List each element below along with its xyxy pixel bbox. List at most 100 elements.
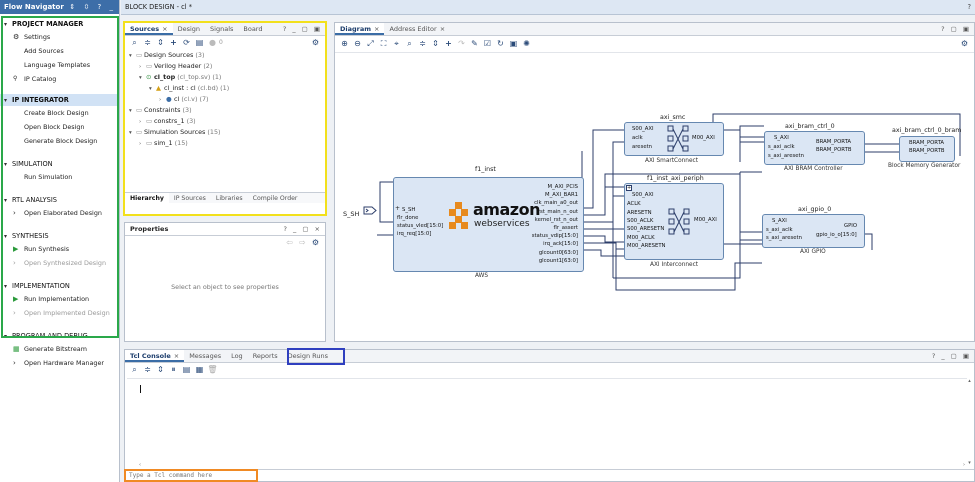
aws-port-s-sh[interactable]: S_SH bbox=[402, 207, 416, 213]
tab-tcl-console[interactable]: Tcl Console× bbox=[125, 350, 185, 362]
bram-ctrl-port-s-axi[interactable]: S_AXI bbox=[774, 135, 789, 141]
regenerate-icon[interactable]: ↻ bbox=[497, 39, 504, 48]
gear-icon[interactable]: ⚙ bbox=[311, 37, 320, 47]
aws-port-status-vled[interactable]: status_vled[15:0] bbox=[397, 223, 444, 229]
flow-navigator-controls[interactable]: ⇕ ⇳ ? _ bbox=[69, 3, 116, 11]
horizontal-scrollbar[interactable]: ‹› bbox=[139, 462, 965, 468]
aws-right-port[interactable]: M_AXI_BAR1 bbox=[545, 192, 578, 199]
tree-constrs-1[interactable]: ›▭constrs_1 (3) bbox=[139, 117, 196, 125]
nav-run-simulation[interactable]: Run Simulation bbox=[24, 173, 73, 181]
diagram-canvas[interactable]: S_SH f1_inst S_SH flr_done status_vled[1… bbox=[335, 54, 974, 341]
gpio-port-s-axi[interactable]: S_AXI bbox=[772, 218, 787, 224]
close-icon[interactable]: × bbox=[173, 352, 180, 360]
select-area-icon[interactable]: ⌖ bbox=[394, 39, 399, 48]
section-synthesis[interactable]: ▾SYNTHESIS bbox=[4, 232, 49, 240]
console-output[interactable] bbox=[127, 378, 967, 466]
tree-verilog-header[interactable]: ›▭Verilog Header (2) bbox=[139, 62, 213, 70]
periph-port-s00-axi[interactable]: S00_AXI bbox=[632, 192, 654, 198]
external-port-icon[interactable] bbox=[363, 206, 377, 215]
tree-design-sources[interactable]: ▾▭Design Sources (3) bbox=[129, 51, 205, 59]
bram-ctrl-port-aresetn[interactable]: s_axi_aresetn bbox=[768, 153, 804, 159]
pause-icon[interactable]: ⏸ bbox=[171, 364, 176, 374]
aws-right-port[interactable]: glcount1[63:0] bbox=[538, 257, 578, 264]
layout-icon[interactable]: ▣ bbox=[509, 39, 518, 48]
nav-run-implementation[interactable]: ▶Run Implementation bbox=[0, 292, 119, 306]
nav-create-block-design[interactable]: Create Block Design bbox=[24, 109, 89, 117]
nav-open-synthesized-design[interactable]: ›Open Synthesized Design bbox=[0, 256, 119, 270]
collapse-icon[interactable]: ≑ bbox=[419, 39, 426, 48]
nav-open-elaborated-design[interactable]: ›Open Elaborated Design bbox=[0, 206, 119, 220]
zoom-in-icon[interactable]: ⊕ bbox=[341, 39, 348, 48]
help-icon[interactable]: ? bbox=[967, 3, 972, 11]
periph-port-m00-aclk[interactable]: M00_ACLK bbox=[627, 235, 655, 241]
tree-cl-top[interactable]: ▾⊙cl_top (cl_top.sv) (1) bbox=[139, 73, 222, 81]
bram-ctrl-block[interactable] bbox=[764, 131, 865, 165]
aws-block[interactable] bbox=[393, 177, 584, 272]
smc-port-aresetn[interactable]: aresetn bbox=[632, 144, 653, 150]
forward-arrow-icon[interactable]: ⇨ bbox=[299, 237, 306, 247]
nav-generate-block-design[interactable]: Generate Block Design bbox=[24, 137, 98, 145]
aws-right-port[interactable]: status_vdip[15:0] bbox=[531, 233, 578, 240]
gpio-port-aresetn[interactable]: s_axi_aresetn bbox=[766, 235, 802, 241]
smc-port-s00-axi[interactable]: S00_AXI bbox=[632, 126, 654, 132]
bram-block[interactable] bbox=[899, 136, 955, 162]
validate-icon[interactable]: ☑ bbox=[483, 39, 492, 48]
aws-right-port[interactable]: rst_main_n_out bbox=[537, 208, 578, 215]
collapse-icon[interactable]: ≑ bbox=[144, 364, 151, 374]
tab-signals[interactable]: Signals bbox=[210, 25, 234, 33]
expand-block-icon[interactable]: + bbox=[626, 185, 632, 191]
nav-open-hardware-manager[interactable]: ›Open Hardware Manager bbox=[0, 356, 119, 370]
zoom-out-icon[interactable]: ⊖ bbox=[354, 39, 361, 48]
tab-hierarchy[interactable]: Hierarchy bbox=[125, 193, 169, 203]
aws-right-port[interactable]: clk_main_a0_out bbox=[534, 200, 578, 207]
nav-language-templates[interactable]: Language Templates bbox=[24, 61, 91, 69]
panel-controls[interactable]: ? _ ▢ ▣ bbox=[931, 352, 971, 360]
nav-open-block-design[interactable]: Open Block Design bbox=[24, 123, 85, 131]
add-ip-icon[interactable]: + bbox=[445, 39, 452, 48]
back-arrow-icon[interactable]: ⇦ bbox=[286, 237, 293, 247]
aws-right-port[interactable]: irq_ack[15:0] bbox=[543, 241, 578, 248]
tcl-command-input[interactable] bbox=[129, 471, 255, 480]
nav-open-implemented-design[interactable]: ›Open Implemented Design bbox=[0, 306, 119, 320]
section-ip-integrator[interactable]: ▾IP INTEGRATOR bbox=[0, 94, 119, 106]
vertical-scrollbar[interactable]: ▴▾ bbox=[968, 378, 971, 466]
periph-port-aresetn[interactable]: ARESETN bbox=[627, 210, 652, 216]
gear-icon[interactable]: ⚙ bbox=[960, 39, 969, 48]
gpio-port-gpio[interactable]: GPIO bbox=[844, 223, 858, 229]
periph-port-s00-aresetn[interactable]: S00_ARESETN bbox=[627, 226, 665, 232]
close-icon[interactable]: × bbox=[374, 25, 380, 33]
section-simulation[interactable]: ▾SIMULATION bbox=[4, 160, 53, 168]
periph-port-s00-aclk[interactable]: S00_ACLK bbox=[627, 218, 654, 224]
aws-port-flr-done[interactable]: flr_done bbox=[397, 215, 419, 221]
expand-icon[interactable]: ⇕ bbox=[432, 39, 439, 48]
smc-port-aclk[interactable]: aclk bbox=[632, 135, 643, 141]
tab-design[interactable]: Design bbox=[177, 25, 201, 33]
gpio-port-aclk[interactable]: s_axi_aclk bbox=[766, 227, 793, 233]
periph-port-aclk[interactable]: ACLK bbox=[627, 201, 641, 207]
tree-constraints[interactable]: ▾▭Constraints (3) bbox=[129, 106, 192, 114]
table-icon[interactable]: ▦ bbox=[195, 364, 204, 374]
tab-log[interactable]: Log bbox=[231, 352, 243, 360]
gpio-port-io[interactable]: gpio_io_o[15:0] bbox=[816, 232, 857, 238]
bram-ctrl-port-aclk[interactable]: s_axi_aclk bbox=[768, 144, 795, 150]
gear-icon[interactable]: ⚙ bbox=[311, 237, 320, 247]
tab-messages[interactable]: Messages bbox=[189, 352, 222, 360]
collapse-all-icon[interactable]: ≑ bbox=[144, 37, 151, 47]
zoom-area-icon[interactable]: ⛶ bbox=[380, 39, 387, 48]
nav-ip-catalog[interactable]: ⚲IP Catalog bbox=[0, 72, 119, 86]
copy-icon[interactable]: ▤ bbox=[182, 364, 191, 374]
tab-diagram[interactable]: Diagram× bbox=[335, 23, 385, 35]
tree-simulation-sources[interactable]: ▾▭Simulation Sources (15) bbox=[129, 128, 221, 136]
panel-controls[interactable]: ? ▢ ▣ bbox=[941, 25, 971, 33]
tab-design-runs[interactable]: Design Runs bbox=[287, 352, 328, 360]
tab-address-editor[interactable]: Address Editor× bbox=[389, 25, 446, 33]
search-icon[interactable]: ⌕ bbox=[132, 364, 137, 374]
add-icon[interactable]: + bbox=[170, 37, 177, 47]
nav-run-synthesis[interactable]: ▶Run Synthesis bbox=[0, 242, 119, 256]
bram-port-portb[interactable]: BRAM_PORTB bbox=[909, 148, 945, 154]
zoom-fit-icon[interactable]: ⤢ bbox=[367, 39, 374, 48]
aws-right-port[interactable]: kernel_rst_n_out bbox=[534, 216, 578, 223]
aws-right-port[interactable]: M_AXI_PCIS bbox=[547, 184, 579, 190]
clear-icon[interactable]: 🗑 bbox=[207, 364, 218, 374]
expand-all-icon[interactable]: ⇕ bbox=[157, 37, 164, 47]
